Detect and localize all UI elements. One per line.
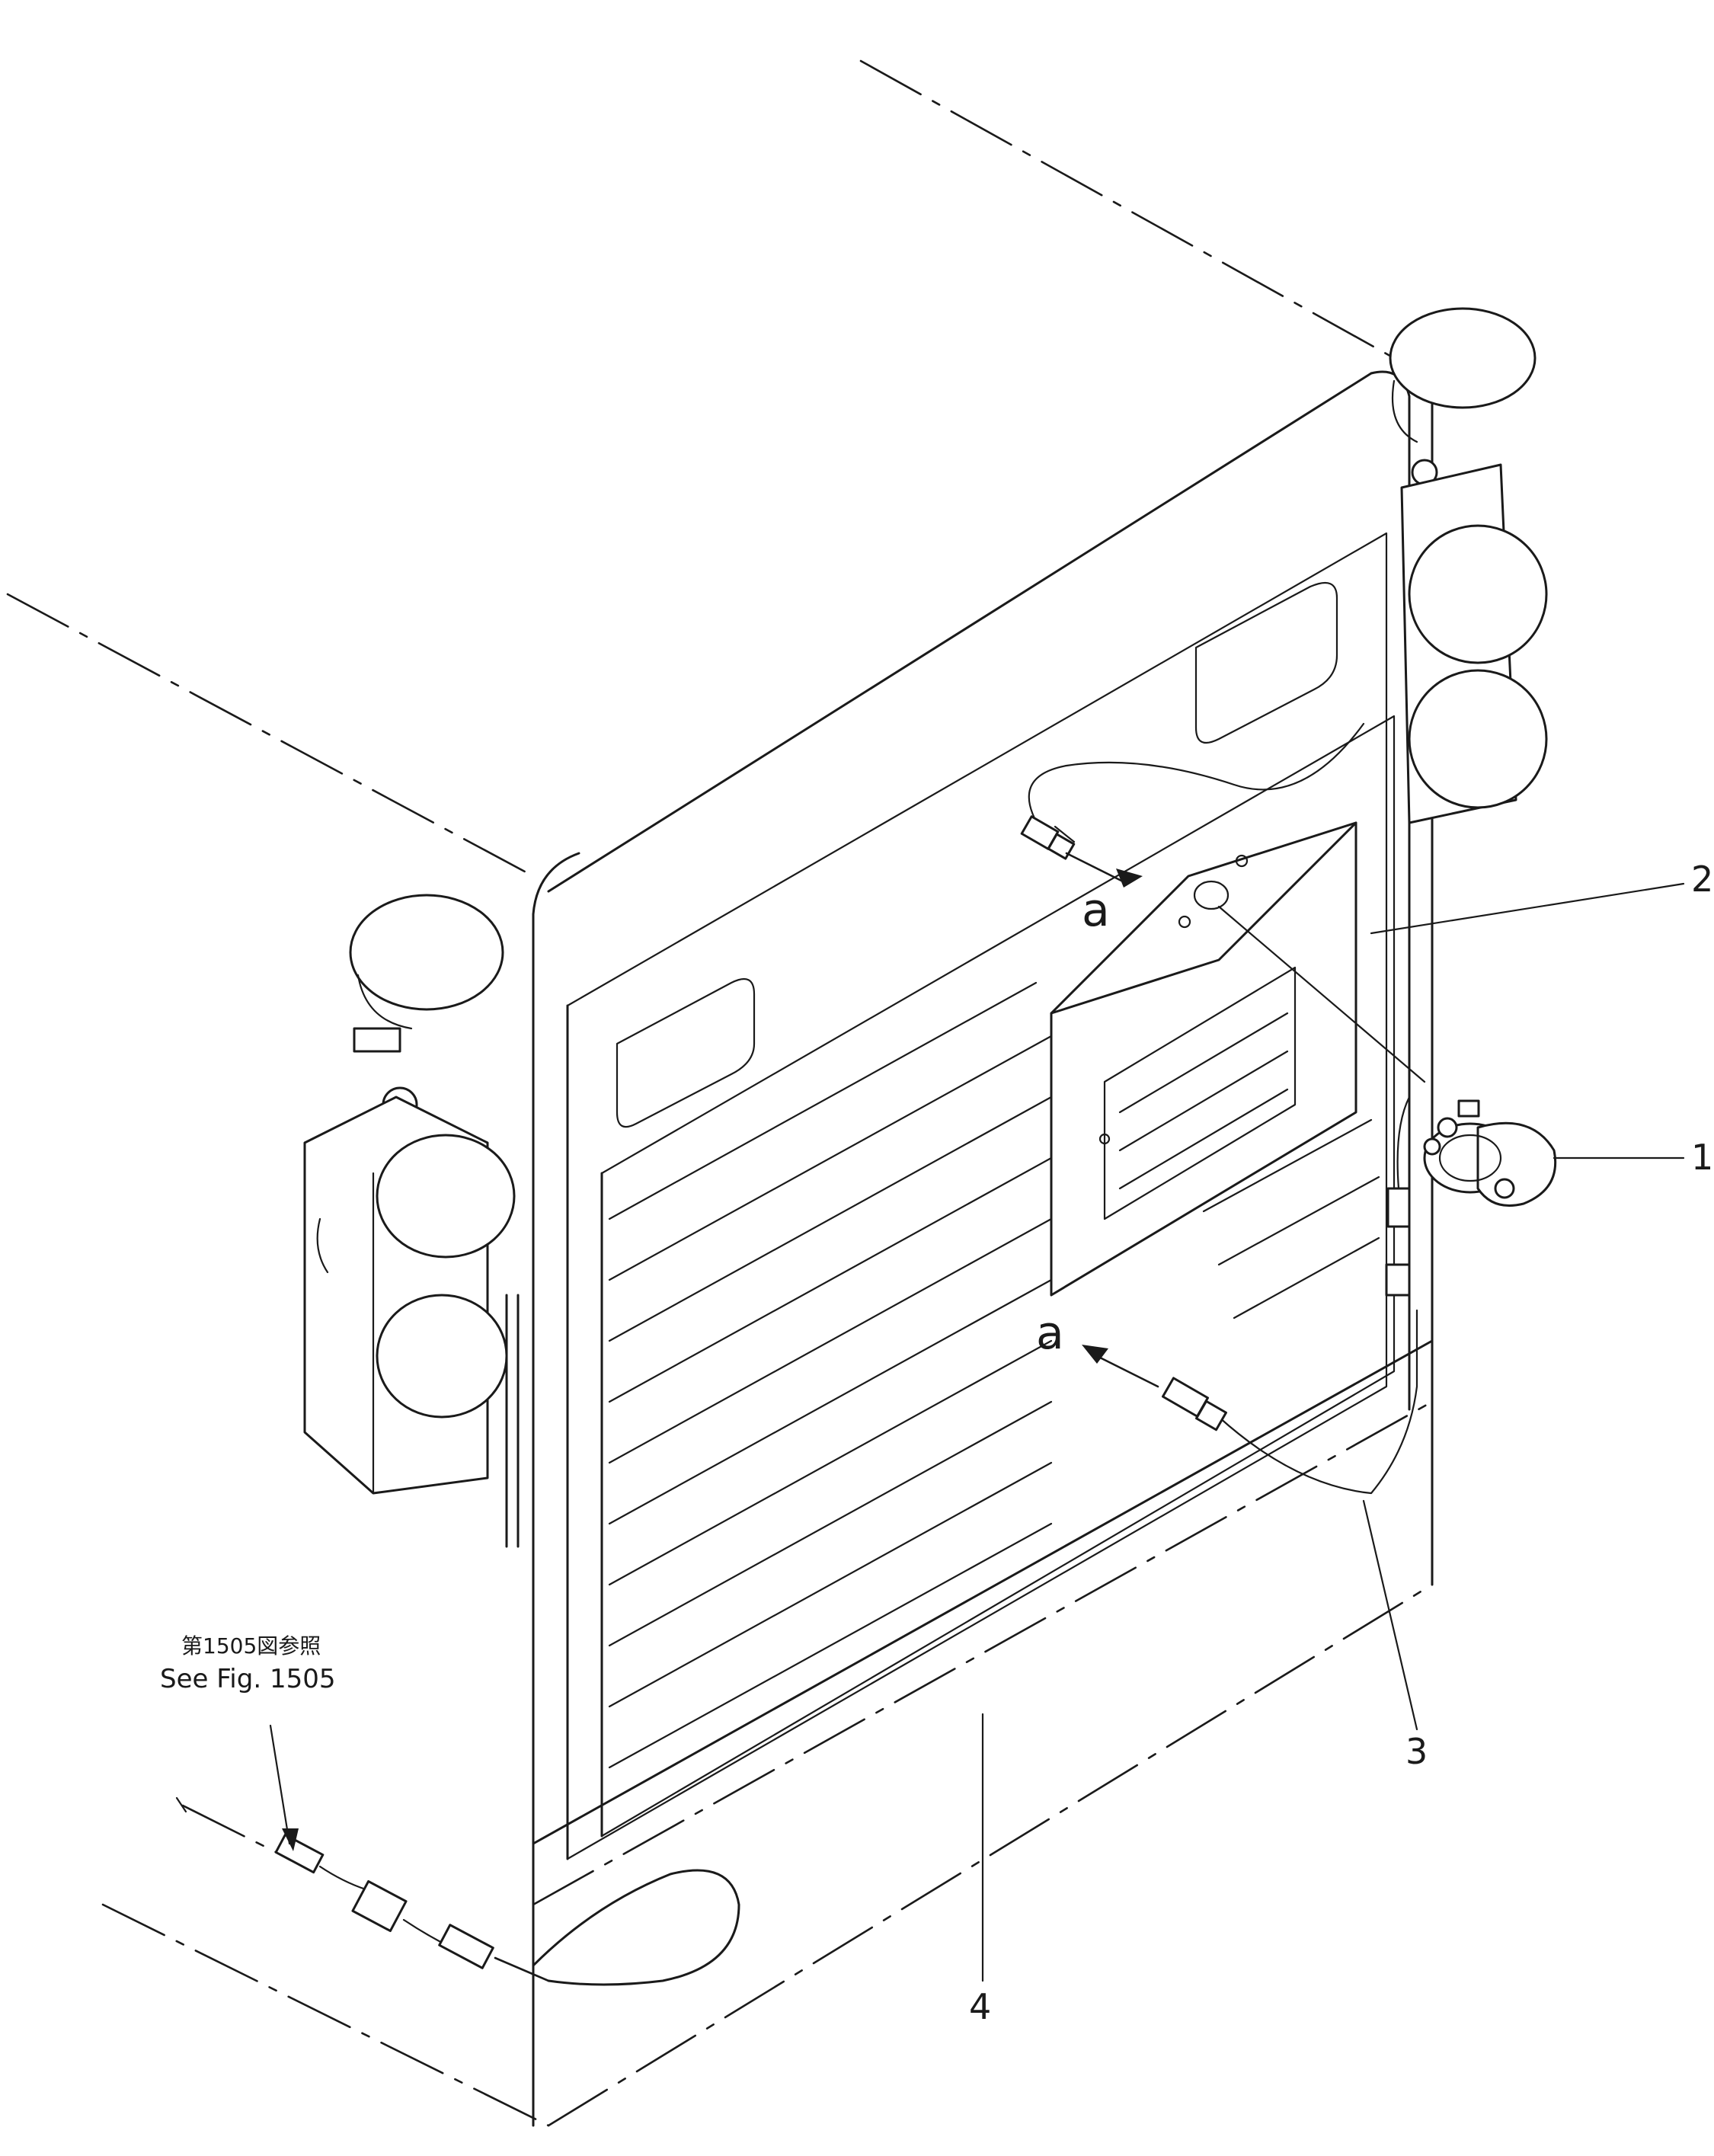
- reference-note-ja: 第1505図参照: [181, 1633, 321, 1659]
- wiring-harness: [1020, 722, 1418, 1495]
- arrow-label-a-lower: a: [1036, 1307, 1064, 1360]
- lower-harness: [175, 1796, 740, 1986]
- callout-4: 4: [969, 1986, 991, 2027]
- callout-1: 1: [1691, 1137, 1713, 1178]
- right-lamp-cluster: [1389, 307, 1548, 824]
- plate-bracket: [1050, 821, 1426, 1297]
- leader-lines: [269, 882, 1685, 1982]
- reference-note-en: See Fig. 1505: [160, 1664, 335, 1694]
- callout-2: 2: [1691, 859, 1713, 900]
- callout-3: 3: [1405, 1731, 1428, 1772]
- connection-arrows: [1065, 852, 1159, 1388]
- grille-frame: [566, 532, 1396, 1860]
- arrow-label-a-upper: a: [1082, 884, 1110, 937]
- license-lamp: [1423, 1099, 1557, 1207]
- left-lamp-cluster: [303, 894, 520, 1548]
